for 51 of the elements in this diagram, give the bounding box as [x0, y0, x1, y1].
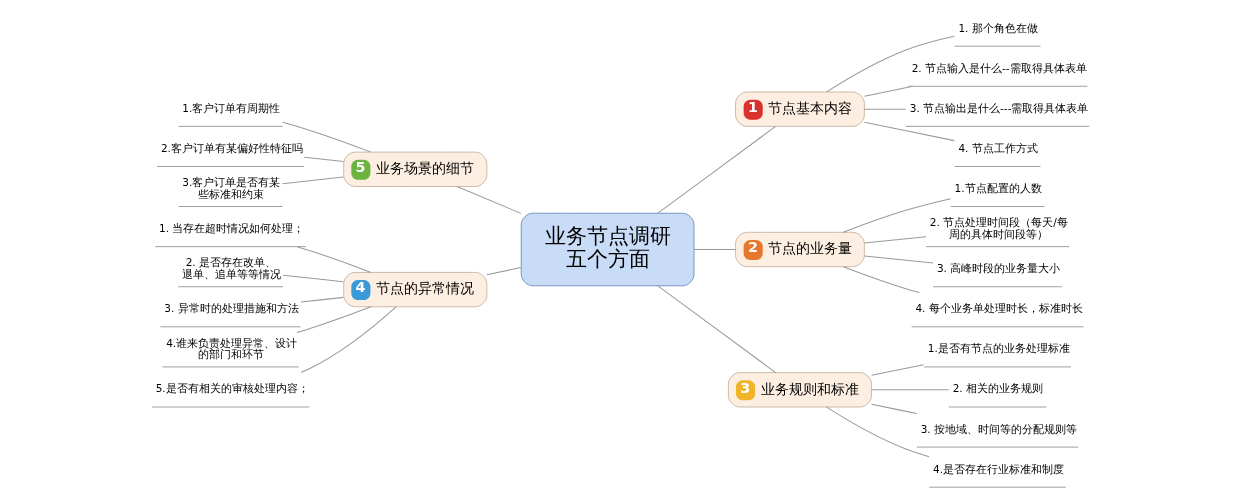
- node-text: 3. 按地域、时间等的分配规则等: [920, 422, 1077, 435]
- connector: [281, 121, 371, 153]
- node-box: 4 节点的异常情况: [342, 271, 487, 308]
- connector: [303, 156, 344, 163]
- node-text: 4.谁来负责处理异常、设计的部门和环节: [165, 336, 297, 361]
- node-text: 2. 节点处理时间段（每天/每周的具体时间段等）: [929, 216, 1068, 240]
- node-text: 1. 那个角色在做: [957, 21, 1038, 34]
- connector: [863, 236, 926, 244]
- connector: [296, 306, 371, 334]
- node-text: 5.是否有相关的审核处理内容；: [155, 382, 309, 395]
- node-text: 3. 节点输出是什么---需取得具体表单: [909, 101, 1088, 114]
- node-text: 4.是否存在行业标准和制度: [932, 462, 1064, 475]
- connector: [825, 35, 955, 93]
- node-text: 1.客户订单有周期性: [181, 101, 280, 114]
- connector: [863, 85, 913, 97]
- connector: [656, 285, 776, 374]
- node-text: 3. 异常时的处理措施和方法: [163, 302, 299, 315]
- node-text: 2. 节点输入是什么--需取得具体表单: [911, 61, 1087, 74]
- connector: [656, 125, 776, 214]
- connector: [456, 186, 521, 214]
- node-text: 2.客户订单有某偏好性特征吗: [160, 141, 303, 154]
- node-text: 2. 是否存在改单、退单、追单等等情况: [181, 256, 281, 280]
- connector: [693, 248, 736, 251]
- connector: [863, 121, 955, 142]
- connector: [299, 296, 344, 303]
- node-box: 2 节点的业务量: [734, 231, 865, 268]
- connector: [863, 255, 934, 264]
- connector: [863, 108, 906, 110]
- node-box: 3 业务规则和标准: [727, 372, 872, 408]
- connector: [300, 306, 397, 373]
- node-box: 业务节点调研五个方面: [520, 212, 694, 287]
- node-text: 4. 节点工作方式: [957, 141, 1038, 154]
- connector: [842, 198, 951, 233]
- connector: [870, 364, 924, 376]
- node-box: 1 节点基本内容: [734, 91, 865, 127]
- node-text: 1.节点配置的人数: [954, 182, 1042, 195]
- connector: [296, 246, 371, 273]
- node-text: 3. 高峰时段的业务量大小: [936, 262, 1060, 275]
- node-box: 5 业务场景的细节: [342, 151, 487, 187]
- node-text: 3.客户订单是否有某些标准和约束: [181, 176, 280, 200]
- connector: [870, 403, 917, 415]
- node-text: 4. 每个业务单处理时长，标准时长: [914, 302, 1083, 315]
- connector: [281, 176, 344, 185]
- node-text: 1. 当存在超时情况如何处理；: [158, 222, 304, 235]
- connector: [842, 266, 920, 293]
- connector: [825, 406, 930, 458]
- connector: [870, 389, 949, 391]
- connector: [282, 274, 344, 283]
- node-text: 1.是否有节点的业务处理标准: [927, 342, 1070, 355]
- node-text: 2. 相关的业务规则: [952, 382, 1043, 395]
- connector: [485, 267, 521, 276]
